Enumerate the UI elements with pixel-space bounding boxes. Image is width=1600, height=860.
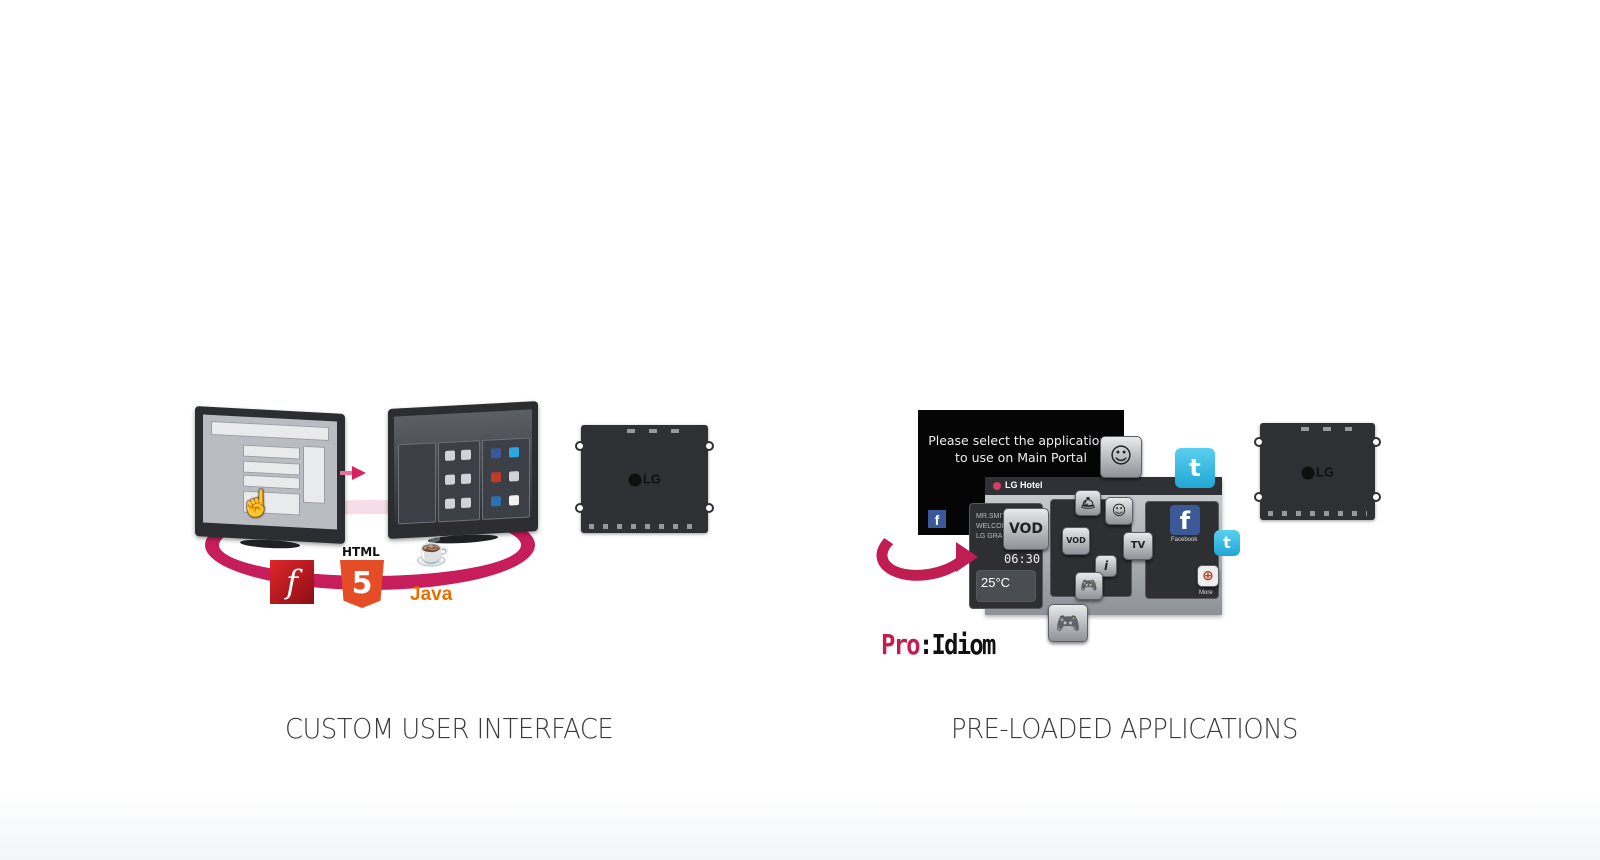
portal-screen [394, 409, 532, 525]
set-top-box-image: LG [575, 425, 714, 533]
weather-widget: 25°C [976, 570, 1036, 602]
lg-logo-icon [993, 482, 1001, 490]
html5-label: HTML [342, 545, 380, 559]
twitter-icon [509, 447, 519, 458]
clock: 06:30 [1004, 552, 1041, 566]
info-icon: i [1095, 555, 1117, 577]
arrow-right-icon [340, 466, 366, 480]
more-icon: ⊕ [1197, 565, 1219, 587]
proidiom-logo: Pro:Idiom [881, 628, 996, 661]
game-large-icon: 🎮 [1048, 604, 1088, 642]
select-line-2: to use on Main Portal [955, 450, 1087, 465]
game-icon: 🎮 [1075, 572, 1103, 600]
facebook-icon [491, 448, 501, 459]
twitter-icon: t [1175, 448, 1215, 488]
editor-monitor [195, 406, 345, 550]
twitter-small-icon: t [1214, 530, 1240, 556]
vod-icon: VOD [1003, 508, 1049, 550]
portal-monitor [388, 401, 538, 545]
bellhop-icon: ☺ [1100, 436, 1142, 478]
caption-preloaded-applications: PRE-LOADED APPLICATIONS [951, 712, 1298, 745]
flash-icon: f [270, 560, 314, 604]
concierge-icon: 🛎 [1075, 490, 1101, 516]
facebook-icon: f [928, 510, 946, 528]
lg-logo: LG [1300, 464, 1334, 480]
facebook-app-icon: f [1170, 505, 1200, 535]
select-line-1: Please select the applications [928, 433, 1114, 448]
room-service-icon: ☺ [1105, 497, 1133, 525]
portal-title: LG Hotel [1005, 480, 1043, 490]
java-label: Java [410, 584, 453, 605]
arrow-head-icon [956, 542, 978, 572]
caption-custom-user-interface: CUSTOM USER INTERFACE [285, 712, 614, 745]
tv-icon: TV [1123, 532, 1153, 560]
hand-cursor-icon: ☝ [240, 488, 273, 518]
java-icon: ☕ [415, 536, 450, 567]
vod-small-icon: VOD [1062, 527, 1090, 555]
lg-logo: LG [627, 471, 661, 487]
set-top-box-image: LG [1254, 423, 1381, 520]
html5-icon: 5 [340, 560, 384, 608]
